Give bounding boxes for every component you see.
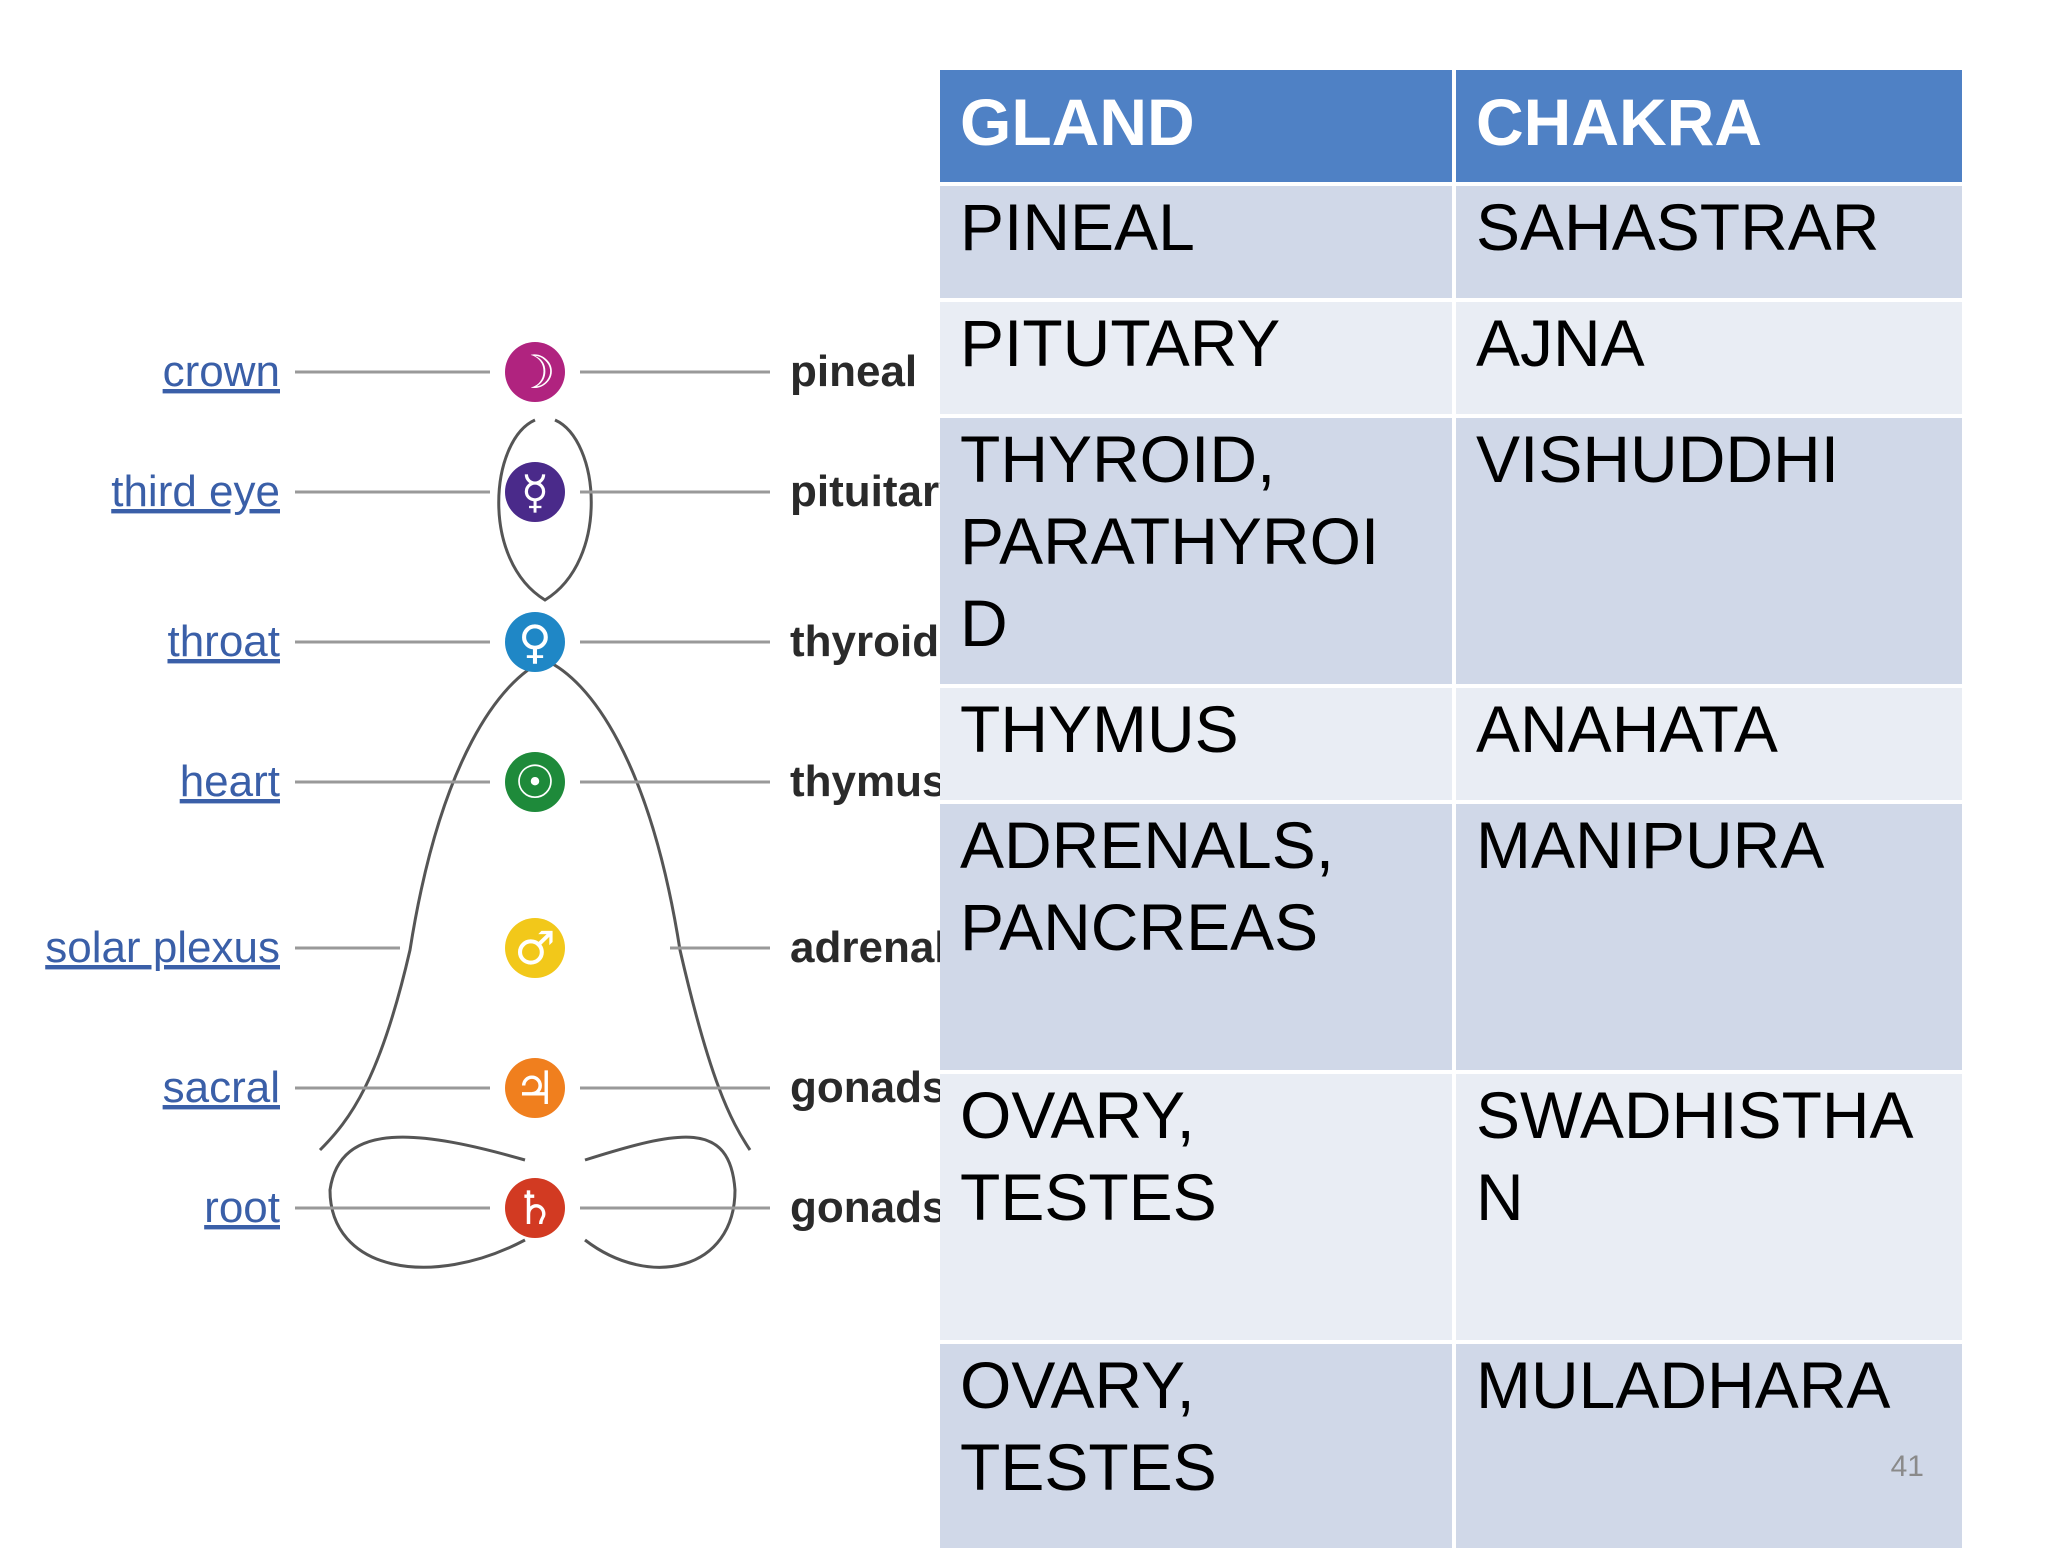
gland-label: adrenals [790, 923, 960, 972]
gland-label: pineal [790, 347, 917, 396]
chakra-symbol-icon: ☽ [514, 345, 555, 399]
chakra-cell: ANAHATA [1456, 684, 1962, 800]
chakra-cell: SAHASTRAR [1456, 182, 1962, 298]
header-chakra: CHAKRA [1456, 70, 1962, 182]
chakra-symbol-icon: ☉ [514, 755, 555, 809]
gland-cell: ADRENALS, PANCREAS [940, 800, 1456, 1070]
chakra-label: heart [180, 757, 280, 806]
gland-label: thyroid [790, 617, 939, 666]
gland-label: pituitary [790, 467, 960, 516]
chakra-cell: AJNA [1456, 298, 1962, 414]
chakra-circle [505, 1058, 565, 1118]
chakra-circle [505, 1178, 565, 1238]
chakra-cell: VISHUDDHI [1456, 414, 1962, 684]
page-number: 41 [1890, 1450, 1924, 1483]
chakra-circle [505, 612, 565, 672]
chakra-cell: SWADHISTHA N [1456, 1070, 1962, 1340]
gland-label: gonads [790, 1183, 946, 1232]
body-outline-right [544, 658, 752, 1151]
chakra-label: crown [163, 347, 280, 396]
chakra-circle [505, 342, 565, 402]
chakra-figure: ☽ crown pineal ☿ third eye pituitary ♀ throat th… [45, 342, 960, 1269]
right-leg [584, 1135, 737, 1269]
chakra-label: sacral [163, 1063, 280, 1112]
chakra-cell: MULADHARA [1456, 1340, 1962, 1548]
gland-cell: PINEAL [940, 182, 1456, 298]
gland-cell: THYROID, PARATHYROI D [940, 414, 1456, 684]
chakra-symbol-icon: ♃ [514, 1061, 555, 1115]
table-header-row: GLAND CHAKRA [940, 70, 1962, 182]
gland-label: gonads [790, 1063, 946, 1112]
chakra-symbol-icon: ☿ [521, 465, 549, 519]
chakra-symbol-icon: ♂ [514, 921, 555, 975]
chakra-circle [505, 462, 565, 522]
gland-cell: THYMUS [940, 684, 1456, 800]
chakra-symbol-icon: ♀ [518, 615, 552, 669]
chakra-label: throat [167, 617, 280, 666]
chakra-circle [505, 752, 565, 812]
chakra-label: root [204, 1183, 280, 1232]
left-leg [328, 1135, 526, 1269]
chakra-symbol-icon: ♄ [514, 1181, 555, 1235]
chakra-diagram: ☽ crown pineal ☿ third eye pituitary ♀ throat th… [0, 0, 960, 1536]
body-outline [318, 658, 546, 1152]
gland-cell: OVARY, TESTES [940, 1340, 1456, 1548]
gland-label: thymus [790, 757, 946, 806]
gland-cell: OVARY, TESTES [940, 1070, 1456, 1340]
chakra-cell: MANIPURA [1456, 800, 1962, 1070]
head-outline [497, 418, 593, 602]
gland-cell: PITUTARY [940, 298, 1456, 414]
header-gland: GLAND [940, 70, 1456, 182]
chakra-label: third eye [111, 467, 280, 516]
chakra-label: solar plexus [45, 923, 280, 972]
chakra-circle [505, 918, 565, 978]
